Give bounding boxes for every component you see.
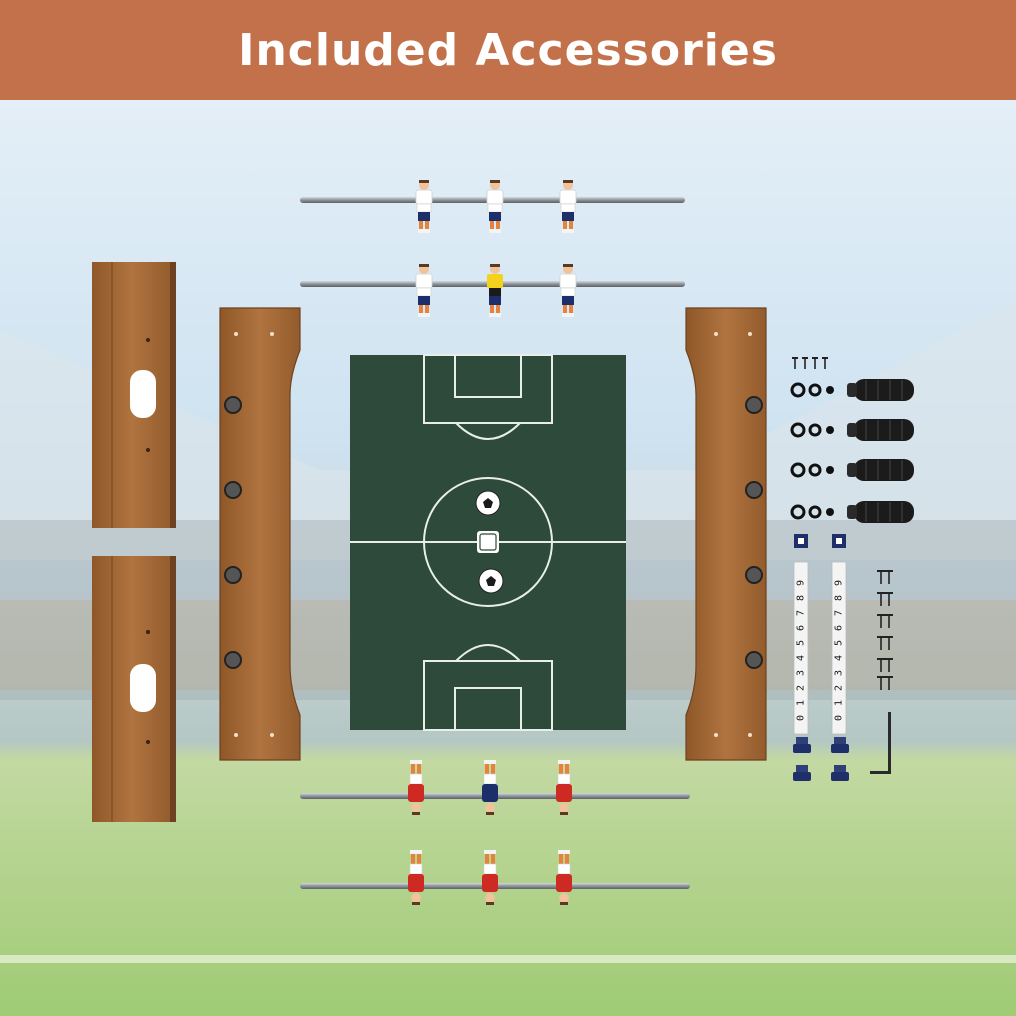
player-rod-icon [300,849,690,906]
score-digit: 6 [796,625,807,631]
score-digit: 0 [834,715,845,721]
score-digits: 0 1 2 3 4 5 6 7 8 9 [796,580,807,721]
score-digit: 2 [834,685,845,691]
score-digit: 5 [796,640,807,646]
score-digit: 5 [834,640,845,646]
score-digit: 3 [796,670,807,676]
soccer-ball-icon [478,568,504,594]
score-digit: 0 [796,715,807,721]
score-digit: 8 [796,595,807,601]
page-title: Included Accessories [238,24,778,76]
wooden-leg-icon [92,262,176,528]
score-digit: 7 [796,610,807,616]
wooden-leg-icon [92,556,176,822]
player-rod-icon [300,263,685,318]
score-digits: 0 1 2 3 4 5 6 7 8 9 [834,580,845,721]
score-digit: 3 [834,670,845,676]
score-digit: 4 [796,655,807,661]
player-rod-icon [300,759,690,816]
score-digit: 4 [834,655,845,661]
side-panel-icon [685,307,767,761]
soccer-ball-icon [475,490,501,516]
score-digit: 1 [796,700,807,706]
playfield-icon [350,354,626,731]
score-digit: 2 [796,685,807,691]
score-digit: 1 [834,700,845,706]
side-panel-icon [219,307,301,761]
player-rod-icon [300,179,685,234]
score-digit: 7 [834,610,845,616]
score-digit: 9 [834,580,845,586]
hex-key-icon [870,712,891,774]
score-digit: 8 [834,595,845,601]
accessories-scene: 0 1 2 3 4 5 6 7 8 9 0 1 2 3 4 5 6 7 8 9 [0,100,1016,1016]
score-counter-icon: 0 1 2 3 4 5 6 7 8 9 [793,534,809,735]
score-counter-icon: 0 1 2 3 4 5 6 7 8 9 [831,534,847,735]
score-digit: 6 [834,625,845,631]
header-banner: Included Accessories [0,0,1016,100]
score-digit: 9 [796,580,807,586]
